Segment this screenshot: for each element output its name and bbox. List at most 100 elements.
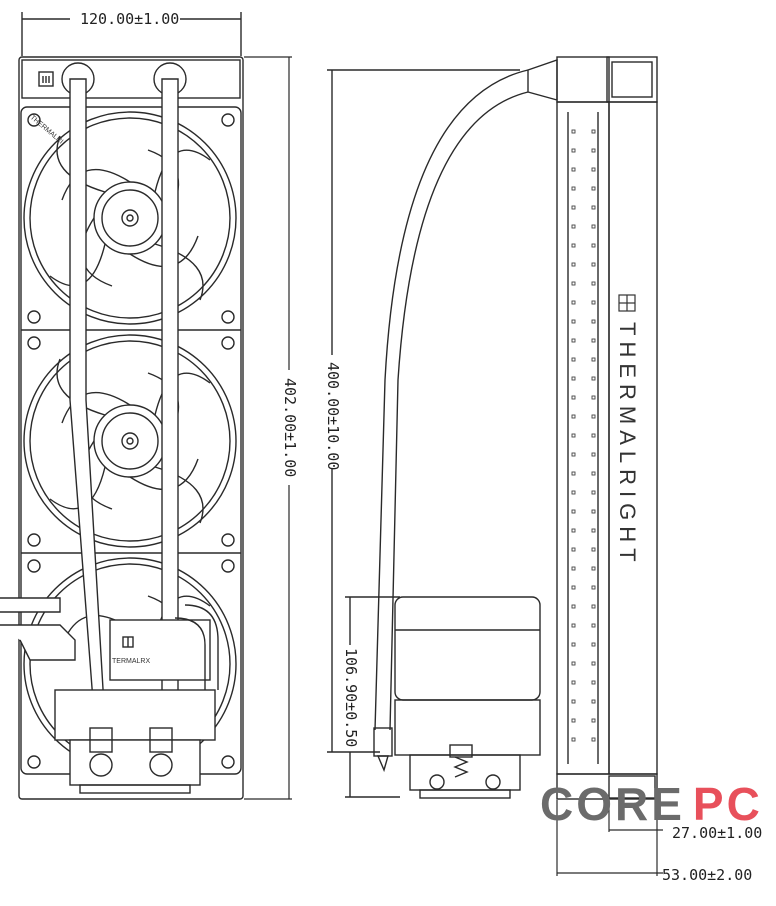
fin-dot [571, 528, 576, 533]
fin-dot [591, 319, 596, 324]
side-spring [453, 756, 469, 778]
fin-dot [571, 148, 576, 153]
pump-bracket [0, 597, 76, 661]
watermark-pc: PC [693, 778, 763, 830]
pump-base-front [69, 739, 201, 786]
height-dim-text: 402.00±1.00 [281, 378, 299, 477]
front-view [0, 12, 244, 800]
side-logo-icon [618, 294, 636, 312]
fin-dot [571, 357, 576, 362]
fin-dot [571, 243, 576, 248]
side-radiator-top-cap [556, 56, 610, 103]
fin-dot [571, 433, 576, 438]
fin-dot [591, 737, 596, 742]
side-top-block [606, 56, 658, 103]
side-pump-body [394, 699, 541, 756]
fin-dot [571, 566, 576, 571]
connector-icon [38, 71, 54, 87]
fin-dot [571, 585, 576, 590]
fin-dot [571, 319, 576, 324]
fin-dot [591, 566, 596, 571]
fitting-left [89, 727, 113, 753]
fin-dot [571, 604, 576, 609]
fin-dot [571, 623, 576, 628]
fin-dot [591, 376, 596, 381]
side-brand-label: THERMALRIGHT [615, 322, 640, 568]
watermark-core: CORE [540, 778, 685, 830]
fitting-right-knob [149, 753, 173, 777]
side-radiator-fin-dots [571, 129, 596, 742]
fin-dot [571, 129, 576, 134]
fin-dot [571, 376, 576, 381]
fin-dot [591, 509, 596, 514]
fin-dot [591, 471, 596, 476]
fin-dot [591, 414, 596, 419]
fin-dot [591, 205, 596, 210]
radiator-end-tank-top [21, 59, 241, 99]
fin-dot [571, 737, 576, 742]
fin-dot [571, 642, 576, 647]
side-radiator-core [556, 101, 610, 775]
fin-dot [571, 224, 576, 229]
fin-dot [571, 490, 576, 495]
pump-body-front [54, 689, 216, 741]
side-bottom-block [608, 775, 656, 799]
fin-dot [571, 395, 576, 400]
fin-dot [591, 585, 596, 590]
fin-dot [571, 262, 576, 267]
side-view [327, 56, 658, 800]
fin-dot [571, 718, 576, 723]
brand-pump-label: TERMALRX [112, 658, 150, 665]
fin-dot [591, 243, 596, 248]
fin-dot [571, 547, 576, 552]
pump-fitting-pipe [174, 604, 219, 690]
fin-dot [591, 452, 596, 457]
fitting-right [149, 727, 173, 753]
fan-1 [23, 111, 237, 325]
fin-dot [591, 186, 596, 191]
fin-dot [591, 262, 596, 267]
brand-front-label: THERMALRI [29, 114, 65, 145]
side-screw [485, 774, 501, 790]
fin-dot [591, 300, 596, 305]
fin-dot [571, 452, 576, 457]
fin-dot [591, 528, 596, 533]
side-screw [429, 774, 445, 790]
fin-dot [571, 205, 576, 210]
fin-dot [591, 490, 596, 495]
fin-dot [591, 642, 596, 647]
fin-dot [591, 547, 596, 552]
pump-height-dim-text: 106.90±0.50 [342, 648, 360, 747]
fin-dot [591, 433, 596, 438]
fin-dot [591, 129, 596, 134]
fin-dot [571, 167, 576, 172]
fin-dot [591, 338, 596, 343]
fin-dot [591, 395, 596, 400]
fin-dot [571, 186, 576, 191]
total-thickness-dim-text: 53.00±2.00 [662, 866, 752, 884]
fin-dot [591, 718, 596, 723]
side-tube [374, 69, 529, 731]
fin-dot [571, 300, 576, 305]
fin-dot [571, 281, 576, 286]
fin-dot [591, 167, 596, 172]
fin-dot [571, 338, 576, 343]
fin-dot [591, 680, 596, 685]
fin-dot [591, 604, 596, 609]
fin-dot [571, 680, 576, 685]
pump-cover-front [109, 619, 211, 681]
tube-length-dim-text: 400.00±10.00 [324, 362, 342, 470]
side-radiator-bottom-cap [556, 773, 658, 800]
pump-foot-front [79, 784, 191, 794]
side-elbow [527, 59, 558, 101]
fitting-left-knob [89, 753, 113, 777]
fin-dot [571, 509, 576, 514]
fin-dot [591, 148, 596, 153]
fin-dot [571, 414, 576, 419]
fin-dot [591, 623, 596, 628]
fin-dot [591, 281, 596, 286]
fin-dot [571, 699, 576, 704]
fin-dot [591, 357, 596, 362]
